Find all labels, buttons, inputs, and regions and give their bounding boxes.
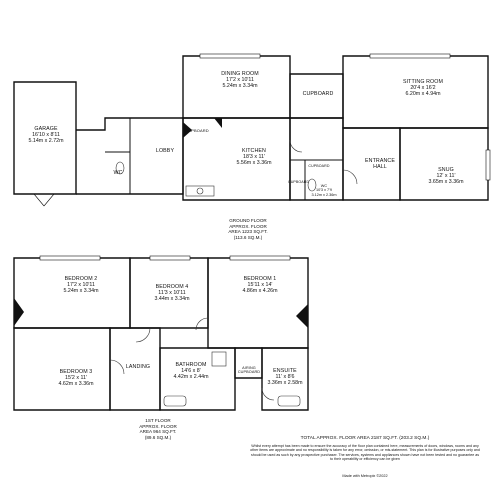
area-line-1: APPROX. FLOOR: [139, 423, 177, 429]
sitting-room-label: SITTING ROOM 20'4 x 16'2 6.20m x 4.94m: [380, 79, 466, 97]
ground-floor-area-note: GROUND FLOOR APPROX. FLOOR AREA 1223 SQ.…: [208, 218, 288, 241]
room-name: BEDROOM 2: [64, 276, 98, 282]
room-name: BATHROOM: [175, 362, 207, 368]
room-dimensions-imperial: 17'2 x 10'11: [226, 77, 254, 84]
room-dimensions-metric: 3.12m x 2.36m: [311, 192, 337, 197]
room-dimensions-metric: 5.24m x 3.34m: [63, 288, 99, 295]
first-floor-area-note: 1ST FLOOR APPROX. FLOOR AREA 964 SQ.FT. …: [128, 418, 188, 441]
bedroom1-outline: [207, 257, 309, 349]
room-name: CUPBOARD: [308, 164, 330, 168]
room-name: LANDING: [125, 364, 151, 370]
garage-label: GARAGE 16'10 x 8'11 5.14m x 2.72m: [20, 126, 72, 144]
entrance-hall-label: ENTRANCE HALL: [360, 146, 400, 176]
room-name: CUPBOARD: [185, 128, 209, 133]
room-dimensions-metric: 5.24m x 3.34m: [222, 83, 258, 90]
room-name: AIRING CUPBOARD: [237, 365, 261, 375]
room-name: WC: [113, 170, 123, 176]
metropix-credit: Made with Metropix ©2022: [342, 474, 388, 478]
airing-cupboard-label: AIRING CUPBOARD: [234, 357, 264, 379]
wc-label: WC: [108, 170, 128, 176]
bedroom4-label: BEDROOM 4 11'3 x 10'11 3.44m x 3.34m: [140, 284, 204, 302]
kitchen-label: KITCHEN 18'3 x 11' 5.56m x 3.36m: [224, 148, 284, 166]
room-dimensions-imperial: 12' x 11': [436, 173, 456, 180]
room-dimensions-metric: 4.42m x 2.44m: [173, 374, 209, 381]
bedroom3-label: BEDROOM 3 15'2 x 11' 4.62m x 3.36m: [44, 369, 108, 387]
room-dimensions-imperial: 11' x 8'6: [275, 374, 295, 381]
ensuite-label: ENSUITE 11' x 8'6 3.36m x 2.58m: [262, 368, 308, 386]
area-line-2: AREA 1223 SQ.FT.: [228, 229, 268, 235]
room-dimensions-metric: 4.62m x 3.36m: [58, 381, 94, 388]
snug-outline: [399, 127, 489, 201]
room-dimensions-imperial: 20'4 x 16'2: [410, 85, 436, 92]
floor-label: 1ST FLOOR: [145, 418, 171, 423]
room-dimensions-metric: 6.20m x 4.94m: [405, 91, 441, 98]
lobby-label: LOBBY: [150, 148, 180, 154]
room-name: SITTING ROOM: [402, 79, 444, 85]
bathroom-label: BATHROOM 14'6 x 8' 4.42m x 2.44m: [164, 362, 218, 380]
cupboard-label-b: CUPBOARD: [296, 91, 340, 97]
room-name: SNUG: [438, 167, 454, 173]
room-dimensions-imperial: 15'11 x 14': [247, 282, 273, 289]
wc2-label: WC 10'3 x 7'9 3.12m x 2.36m: [306, 184, 342, 197]
area-line-2: AREA 964 SQ.FT.: [139, 429, 177, 435]
room-name: GARAGE: [34, 126, 58, 132]
room-dimensions-imperial: 10'3 x 7'9: [315, 188, 333, 193]
bedroom2-label: BEDROOM 2 17'2 x 10'11 5.24m x 3.34m: [46, 276, 116, 294]
room-name: CUPBOARD: [302, 91, 334, 97]
room-name: BEDROOM 1: [243, 276, 277, 282]
room-name: DINING ROOM: [221, 71, 259, 77]
snug-label: SNUG 12' x 11' 3.65m x 3.36m: [418, 167, 474, 185]
bathroom-outline: [159, 347, 236, 411]
bedroom1-label: BEDROOM 1 15'11 x 14' 4.86m x 4.26m: [228, 276, 292, 294]
disclaimer-text: Whilst every attempt has been made to en…: [250, 444, 480, 461]
room-dimensions-metric: 4.86m x 4.26m: [242, 288, 278, 295]
room-dimensions-metric: 3.36m x 2.58m: [267, 380, 303, 387]
room-dimensions-imperial: 16'10 x 8'11: [32, 132, 60, 139]
room-name: WC: [320, 184, 328, 188]
area-line-3: (89.6 SQ.M.): [144, 435, 172, 441]
room-dimensions-metric: 5.56m x 3.36m: [236, 160, 272, 167]
room-name: ENSUITE: [273, 368, 297, 374]
floor-label: GROUND FLOOR: [229, 218, 267, 223]
room-name: LOBBY: [155, 148, 175, 154]
room-name: BEDROOM 3: [59, 369, 93, 375]
landing-label: LANDING: [118, 364, 158, 370]
cupboard-label-c: CUPBOARD: [305, 164, 333, 168]
room-dimensions-imperial: 14'6 x 8': [181, 368, 201, 375]
room-dimensions-metric: 3.44m x 3.34m: [154, 296, 190, 303]
cupboard-label-a: CUPBOARD: [183, 128, 211, 134]
room-name: CUPBOARD: [288, 180, 310, 184]
room-dimensions-metric: 3.65m x 3.36m: [428, 179, 464, 186]
total-area: TOTAL APPROX. FLOOR AREA 2187 SQ.FT. (20…: [300, 436, 430, 441]
dining-room-label: DINING ROOM 17'2 x 10'11 5.24m x 3.34m: [205, 71, 275, 89]
room-dimensions-imperial: 17'2 x 10'11: [67, 282, 95, 289]
room-dimensions-metric: 5.14m x 2.72m: [28, 138, 64, 145]
room-dimensions-imperial: 18'3 x 11': [243, 154, 265, 161]
area-line-3: (113.6 SQ.M.): [233, 235, 263, 241]
room-dimensions-imperial: 11'3 x 10'11: [158, 290, 186, 297]
room-name: ENTRANCE HALL: [365, 158, 395, 171]
room-name: KITCHEN: [242, 148, 266, 154]
room-name: BEDROOM 4: [155, 284, 189, 290]
room-dimensions-imperial: 15'2 x 11': [65, 375, 87, 382]
area-line-1: APPROX. FLOOR: [229, 223, 267, 229]
lobby-outline: [76, 117, 184, 195]
cupboard-label-d: CUPBOARD: [288, 180, 310, 184]
